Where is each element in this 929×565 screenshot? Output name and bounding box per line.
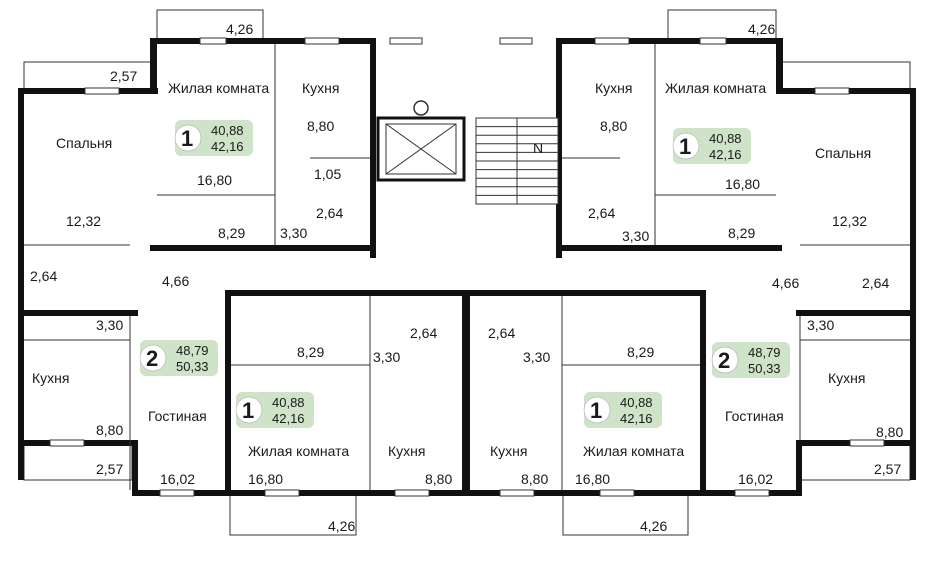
area-total-alt: 42,16 (620, 411, 653, 426)
area-label: 2,64 (316, 205, 343, 221)
area-label: 1,05 (314, 166, 341, 182)
area-label: 3,30 (523, 349, 550, 365)
area-label: 4,26 (640, 518, 667, 534)
area-label: 8,29 (627, 344, 654, 360)
apartment-badge-b2: 1 40,88 42,16 (583, 392, 662, 428)
area-label: 16,02 (160, 471, 195, 487)
area-label: 2,64 (588, 205, 615, 221)
room-count: 1 (590, 398, 602, 423)
area-label: 3,30 (807, 317, 834, 333)
room-labels: 2,57 Спальня 12,32 2,64 3,30 Кухня 8,80 … (30, 21, 903, 534)
room-name: Кухня (490, 443, 527, 459)
room-name: Жилая комната (665, 80, 766, 96)
balcony-top-right (667, 9, 777, 43)
area-label: 16,80 (575, 471, 610, 487)
area-label: 8,80 (876, 424, 903, 440)
area-total: 48,79 (748, 345, 781, 360)
balcony-bottom-right (562, 494, 689, 536)
outer-walls (18, 38, 916, 496)
area-total-alt: 50,33 (748, 361, 781, 376)
area-label: 8,80 (600, 118, 627, 134)
area-label: 2,64 (410, 325, 437, 341)
area-label: 3,30 (622, 228, 649, 244)
area-label: 8,80 (307, 118, 334, 134)
room-count: 1 (679, 134, 691, 159)
area-label: 2,64 (488, 325, 515, 341)
room-count: 2 (146, 346, 158, 371)
area-label: 8,29 (218, 225, 245, 241)
area-label: 2,57 (110, 68, 137, 84)
room-name: Кухня (302, 80, 339, 96)
area-label: 2,64 (30, 268, 57, 284)
room-name: Гостиная (148, 408, 207, 424)
area-label: 2,57 (96, 461, 123, 477)
area-label: 2,64 (862, 275, 889, 291)
room-name: Жилая комната (168, 80, 269, 96)
area-label: 8,80 (96, 422, 123, 438)
balcony-top-left (156, 9, 264, 43)
area-total-alt: 42,16 (709, 147, 742, 162)
area-label: 8,80 (521, 471, 548, 487)
apartment-badge-b1: 1 40,88 42,16 (235, 392, 314, 428)
area-label: 8,80 (425, 471, 452, 487)
area-label: 4,26 (226, 21, 253, 37)
balcony-right-upper (779, 61, 911, 93)
staircase (475, 117, 559, 205)
room-name: Жилая комната (583, 443, 684, 459)
area-label: 3,30 (373, 349, 400, 365)
area-total: 48,79 (176, 343, 209, 358)
room-name: Жилая комната (248, 443, 349, 459)
area-total: 40,88 (272, 395, 305, 410)
area-total: 40,88 (709, 131, 742, 146)
area-label: 4,66 (772, 275, 799, 291)
room-count: 2 (718, 348, 730, 373)
area-total-alt: 50,33 (176, 359, 209, 374)
area-total-alt: 42,16 (211, 139, 244, 154)
balcony-bottom-left (229, 494, 357, 536)
room-name: Кухня (32, 370, 69, 386)
room-name: Кухня (595, 80, 632, 96)
area-label: 8,29 (728, 225, 755, 241)
area-label: 3,30 (96, 317, 123, 333)
area-label: 8,29 (297, 344, 324, 360)
area-total: 40,88 (620, 395, 653, 410)
apartment-badge-t2: 1 40,88 42,16 (672, 128, 751, 164)
area-label: 4,26 (748, 21, 775, 37)
balcony-left-lower (23, 444, 133, 481)
room-name: Кухня (828, 370, 865, 386)
balcony-left-upper (23, 61, 155, 93)
room-name: Спальня (815, 145, 871, 161)
room-count: 1 (242, 398, 254, 423)
area-label: 4,26 (328, 518, 355, 534)
interior-walls (24, 44, 910, 490)
area-label: 12,32 (832, 213, 867, 229)
area-label: 3,30 (280, 225, 307, 241)
windows (49, 37, 885, 497)
apartment-badge-r2: 2 48,79 50,33 (711, 342, 790, 378)
area-label: 16,80 (248, 471, 283, 487)
apartment-badge-l2: 2 48,79 50,33 (139, 340, 218, 376)
area-total: 40,88 (211, 123, 244, 138)
elevator-shaft (376, 100, 466, 182)
area-label: 4,66 (162, 273, 189, 289)
room-name: Спальня (56, 135, 112, 151)
area-label: 16,02 (738, 471, 773, 487)
room-name: Кухня (388, 443, 425, 459)
area-label: 16,80 (197, 172, 232, 188)
area-label: 2,57 (874, 461, 901, 477)
north-mark: N (533, 140, 543, 156)
apartment-badge-t1: 1 40,88 42,16 (174, 120, 253, 156)
area-label: 12,32 (66, 213, 101, 229)
room-name: Гостиная (725, 408, 784, 424)
room-count: 1 (181, 126, 193, 151)
area-label: 16,80 (725, 176, 760, 192)
area-total-alt: 42,16 (272, 411, 305, 426)
